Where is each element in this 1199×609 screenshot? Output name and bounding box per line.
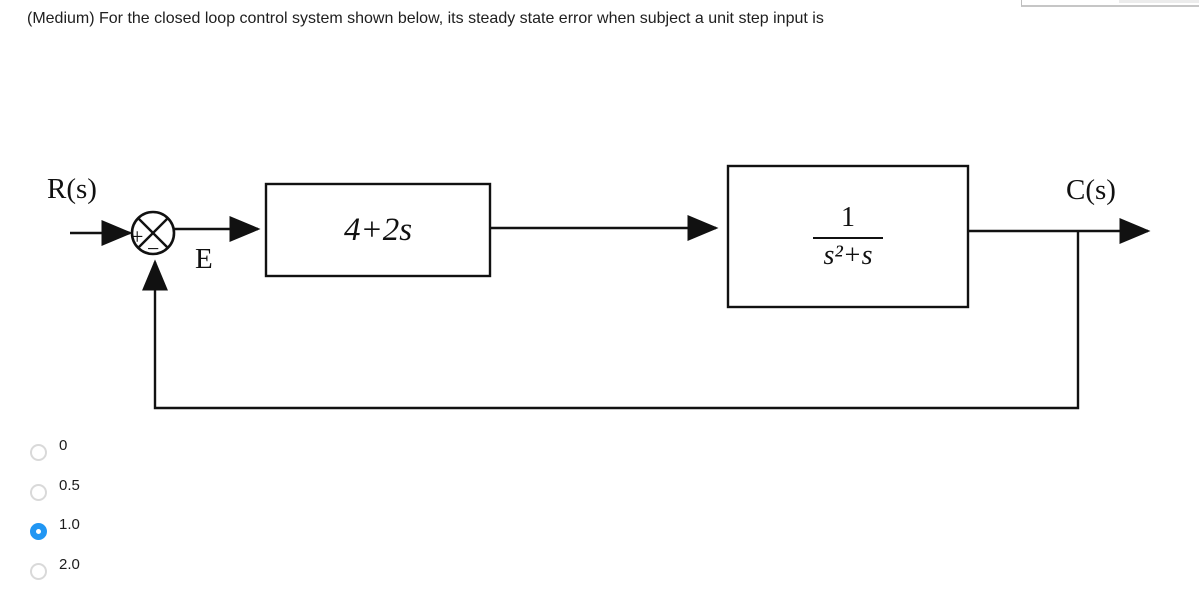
error-signal-label: E	[195, 243, 213, 275]
radio-option-0[interactable]	[30, 444, 47, 461]
option-row-1[interactable]: 0.5	[30, 477, 80, 501]
radio-option-2[interactable]	[30, 523, 47, 540]
radio-option-3[interactable]	[30, 563, 47, 580]
output-signal-label: C(s)	[1066, 174, 1116, 206]
option-label-0[interactable]: 0	[59, 437, 68, 454]
option-row-2[interactable]: 1.0	[30, 516, 80, 540]
plant-block-label: 1 s²+s	[728, 166, 968, 307]
block-diagram: + − R(s) E C(s) 4+2s 1 s²+s	[47, 164, 1151, 410]
option-row-3[interactable]: 2.0	[30, 556, 80, 580]
option-label-2[interactable]: 1.0	[59, 516, 80, 533]
question-text: (Medium) For the closed loop control sys…	[27, 10, 824, 27]
plus-sign: +	[131, 224, 143, 249]
cutoff-panel-top-right	[1021, 0, 1199, 7]
forward-block-box	[264, 182, 492, 278]
block-diagram-canvas: + −	[70, 164, 1151, 410]
cutoff-panel-divider	[1119, 0, 1199, 3]
radio-option-1[interactable]	[30, 484, 47, 501]
forward-block-label: 4+2s	[343, 211, 413, 248]
option-label-3[interactable]: 2.0	[59, 556, 80, 573]
option-label-1[interactable]: 0.5	[59, 477, 80, 494]
feedback-line	[142, 231, 1080, 410]
minus-sign: −	[147, 236, 159, 261]
input-signal-label: R(s)	[47, 173, 97, 205]
summing-junction-cross	[137, 217, 169, 249]
plant-numerator: 1	[841, 201, 855, 233]
option-row-0[interactable]: 0	[30, 437, 67, 461]
plant-denominator: s²+s	[813, 236, 883, 272]
